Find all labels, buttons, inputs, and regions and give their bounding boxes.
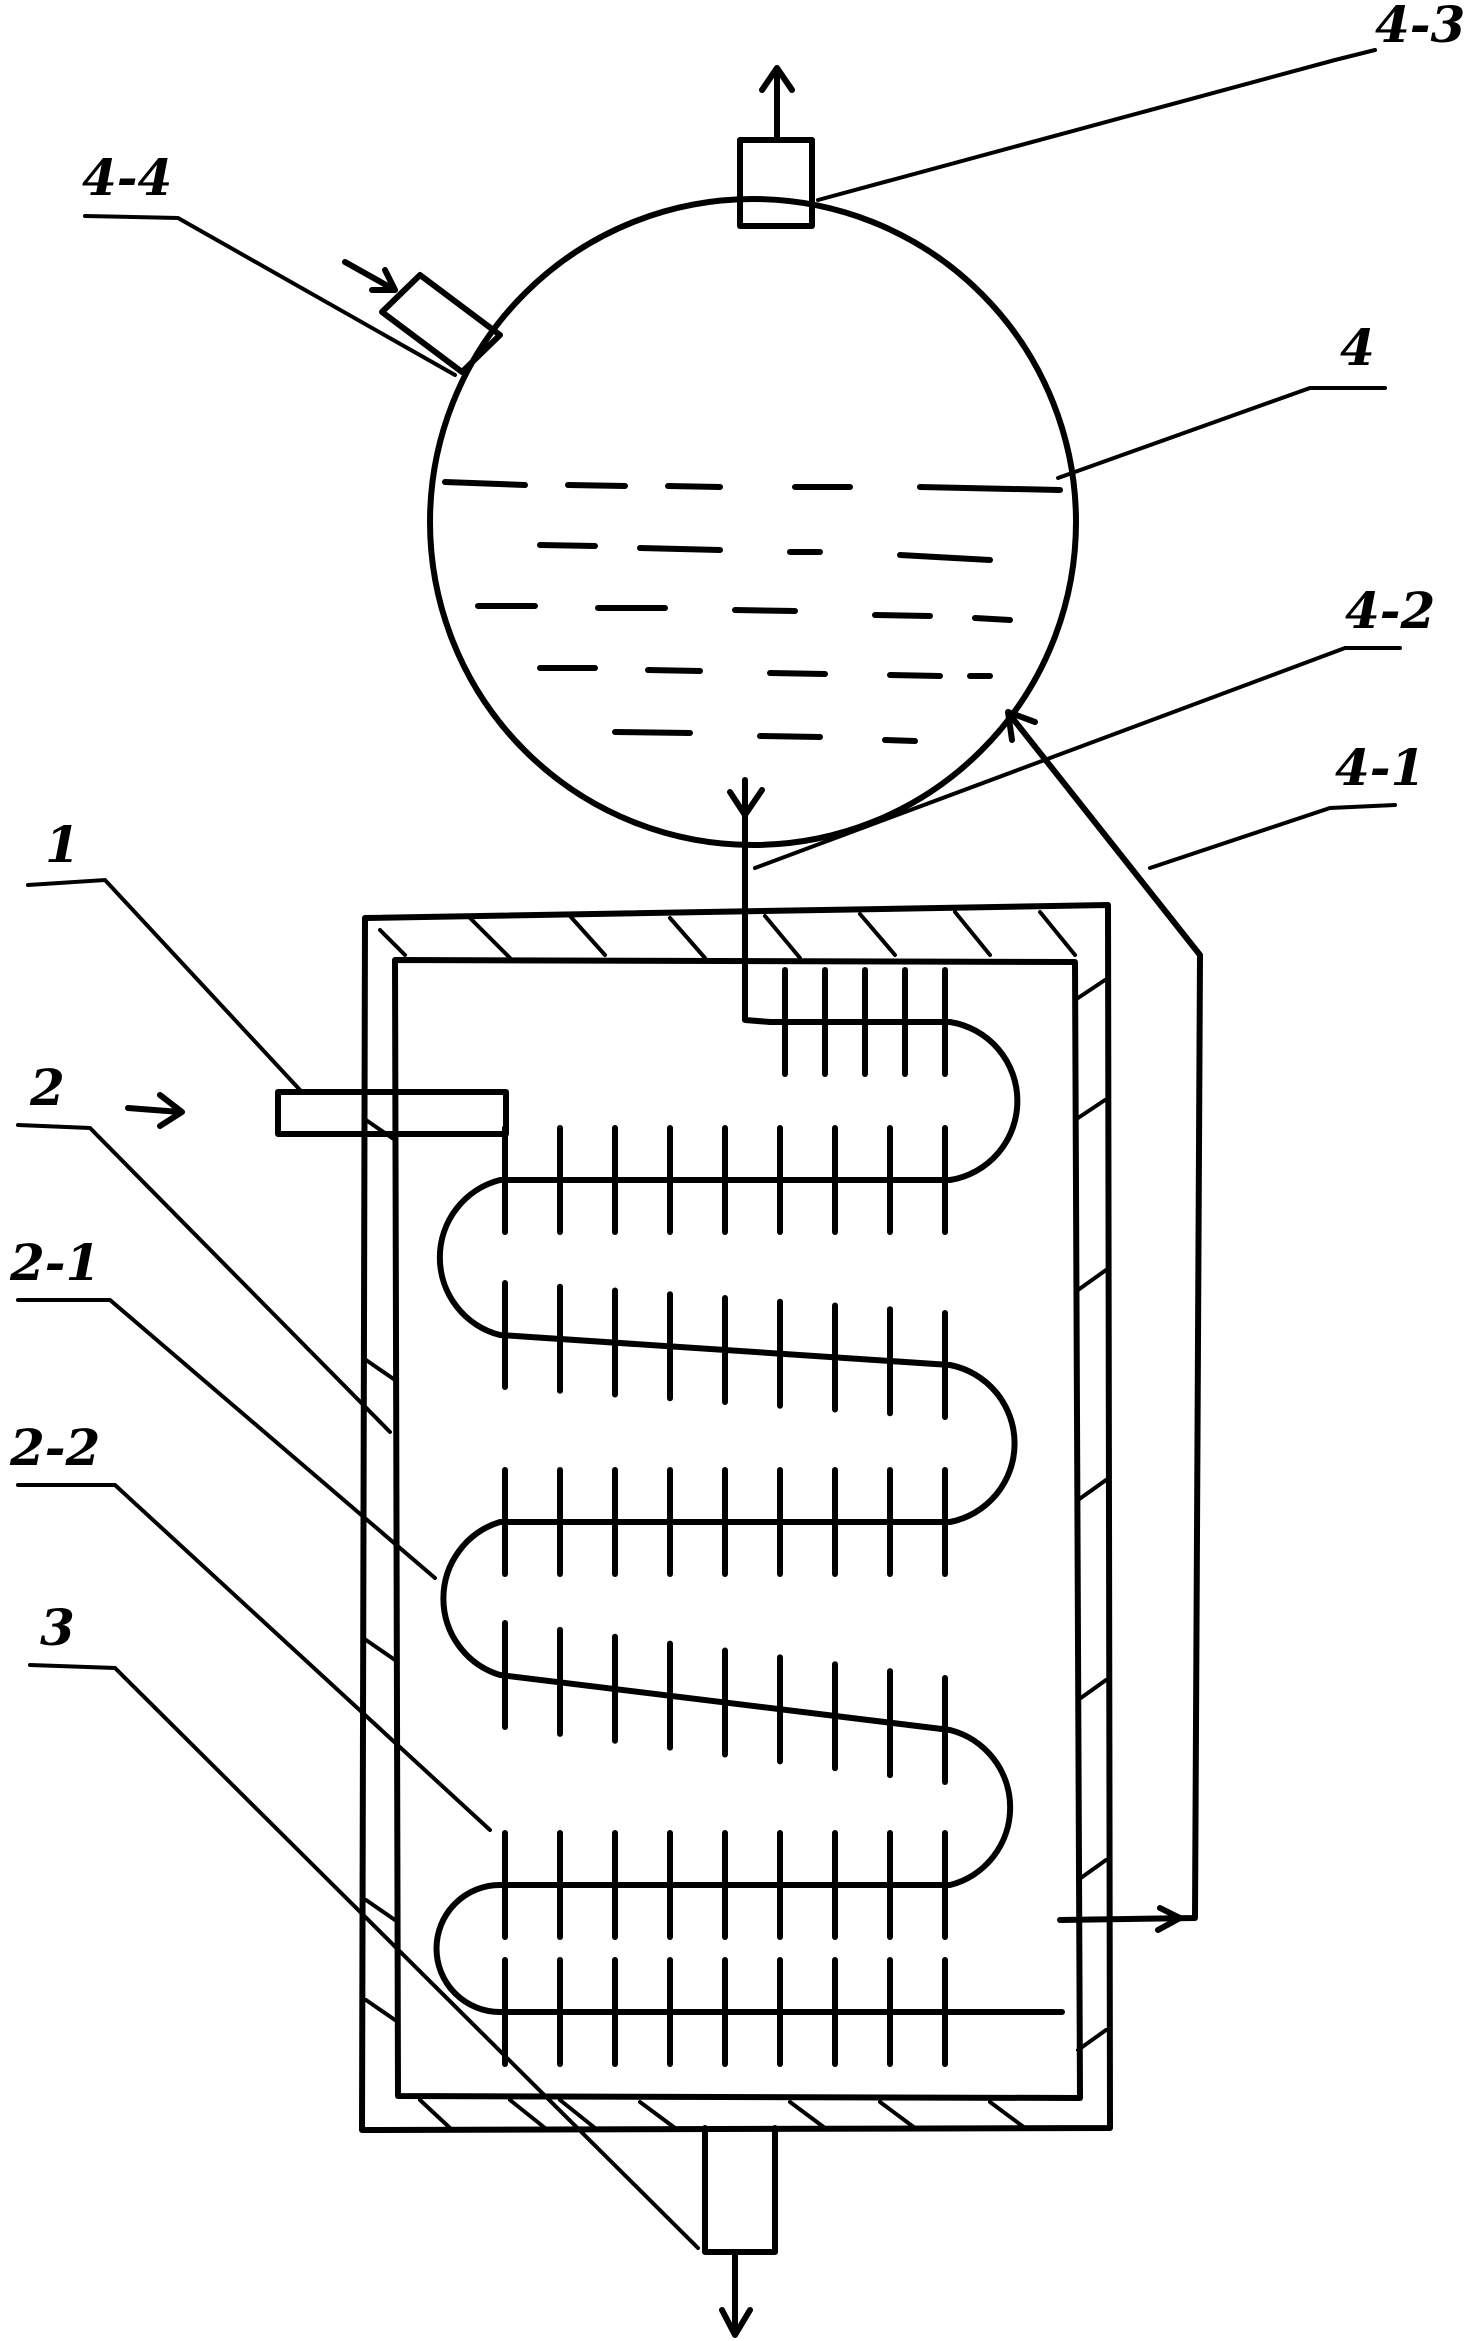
label-2: 2 bbox=[29, 1058, 65, 1117]
riser-pipe bbox=[1007, 712, 1203, 1923]
leader-1 bbox=[26, 877, 302, 1092]
vapor-outlet-nozzle bbox=[737, 137, 815, 229]
label-4: 4 bbox=[1340, 318, 1375, 377]
leader-2 bbox=[16, 1123, 392, 1434]
bottom-outlet-nozzle bbox=[702, 2125, 778, 2255]
liquid-level-lines bbox=[442, 479, 1063, 744]
steam-drum bbox=[342, 65, 1079, 848]
vessel-outer-wall bbox=[359, 902, 1113, 2133]
part-labels: 4-3 4-4 4 4-2 4-1 1 2 2-1 2-2 3 bbox=[9, 0, 1465, 1657]
vapor-outlet-arrow bbox=[759, 65, 795, 143]
downcomer-arrow bbox=[727, 787, 765, 818]
coil-fins bbox=[502, 967, 948, 2067]
label-1: 1 bbox=[45, 815, 80, 874]
insulation-hatching bbox=[364, 910, 1108, 2130]
gas-inlet-arrow bbox=[125, 1092, 185, 1129]
leader-4 bbox=[1056, 386, 1387, 480]
label-2-2: 2-2 bbox=[9, 1418, 100, 1477]
riser-arrow-lower bbox=[1155, 1905, 1183, 1933]
label-4-3: 4-3 bbox=[1375, 0, 1465, 54]
leader-4-2 bbox=[753, 646, 1402, 870]
label-4-4: 4-4 bbox=[82, 148, 172, 207]
leader-2-2 bbox=[16, 1483, 492, 1832]
label-2-1: 2-1 bbox=[9, 1233, 100, 1292]
leader-lines bbox=[16, 48, 1402, 2250]
finned-serpentine-coil bbox=[433, 1019, 1065, 2015]
bottom-outlet-arrow bbox=[719, 2249, 753, 2338]
leader-3 bbox=[28, 1663, 700, 2250]
leader-4-3 bbox=[816, 48, 1377, 202]
downcomer-pipe bbox=[742, 777, 773, 1025]
leader-2-1 bbox=[16, 1298, 437, 1580]
leader-4-4 bbox=[83, 214, 457, 377]
vessel bbox=[125, 902, 1113, 2338]
vessel-inner-wall bbox=[392, 957, 1083, 2101]
drum-shell bbox=[427, 196, 1079, 848]
feed-inlet-arrow bbox=[342, 259, 398, 293]
feed-inlet-nozzle bbox=[379, 272, 503, 375]
gas-inlet-nozzle bbox=[275, 1089, 509, 1137]
label-4-1: 4-1 bbox=[1335, 738, 1425, 797]
label-3: 3 bbox=[40, 1598, 75, 1657]
leader-4-1 bbox=[1148, 803, 1397, 870]
riser-arrow-upper bbox=[1005, 709, 1038, 743]
label-4-2: 4-2 bbox=[1345, 581, 1435, 640]
